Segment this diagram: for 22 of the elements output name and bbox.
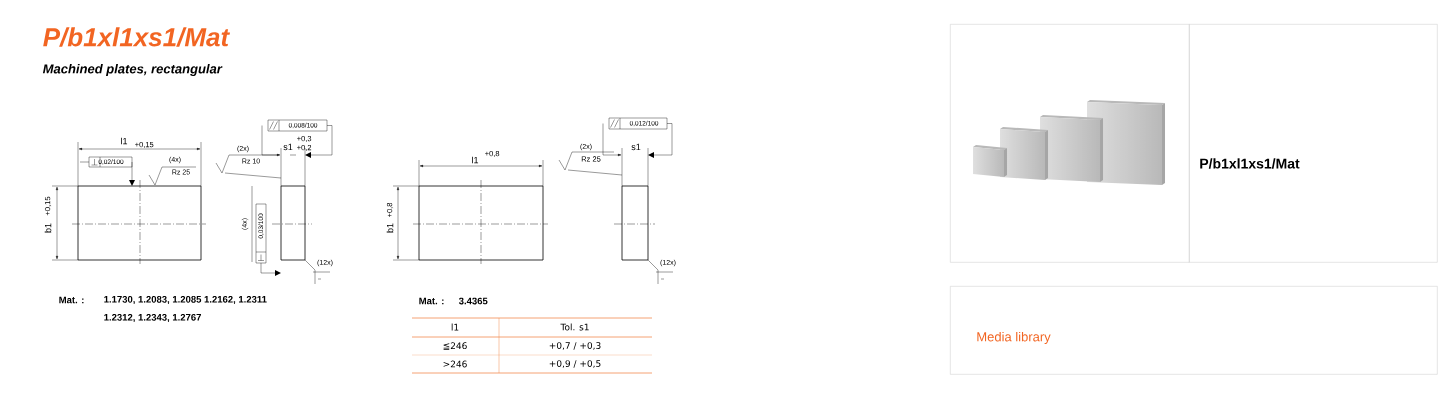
media-box: Media library bbox=[950, 286, 1438, 375]
subtitle: Machined plates, rectangular bbox=[42, 63, 223, 77]
material-list: 1.2312, 1.2343, 1.2767 bbox=[104, 313, 201, 323]
table-header: Tol. s1 bbox=[560, 323, 589, 331]
material-list: 1.1730, 1.2083, 1.2085 1.2162, 1.2311 bbox=[104, 295, 267, 305]
table-cell: +0,7 / +0,3 bbox=[549, 342, 601, 350]
dimension-label: b1 bbox=[386, 223, 394, 233]
material-label: Mat. : bbox=[419, 297, 444, 305]
title: P/b1xl1xs1/Mat bbox=[43, 27, 230, 47]
dimension-label: l1 bbox=[121, 137, 128, 145]
material-label: Mat. : bbox=[59, 296, 84, 304]
material-list: 3.4365 bbox=[458, 297, 488, 305]
table-cell: >246 bbox=[443, 360, 467, 368]
table-header: l1 bbox=[451, 323, 459, 331]
dimension-label: l1 bbox=[472, 156, 479, 164]
dimension-label: s1 bbox=[283, 143, 293, 151]
dimension-label: s1 bbox=[631, 143, 641, 151]
table-cell: ≦246 bbox=[443, 342, 467, 350]
table-cell: +0,9 / +0,5 bbox=[549, 360, 601, 368]
dimension-label: b1 bbox=[44, 223, 52, 233]
image-cell bbox=[950, 24, 1190, 263]
name-cell: P/b1xl1xs1/Mat bbox=[1189, 24, 1438, 263]
